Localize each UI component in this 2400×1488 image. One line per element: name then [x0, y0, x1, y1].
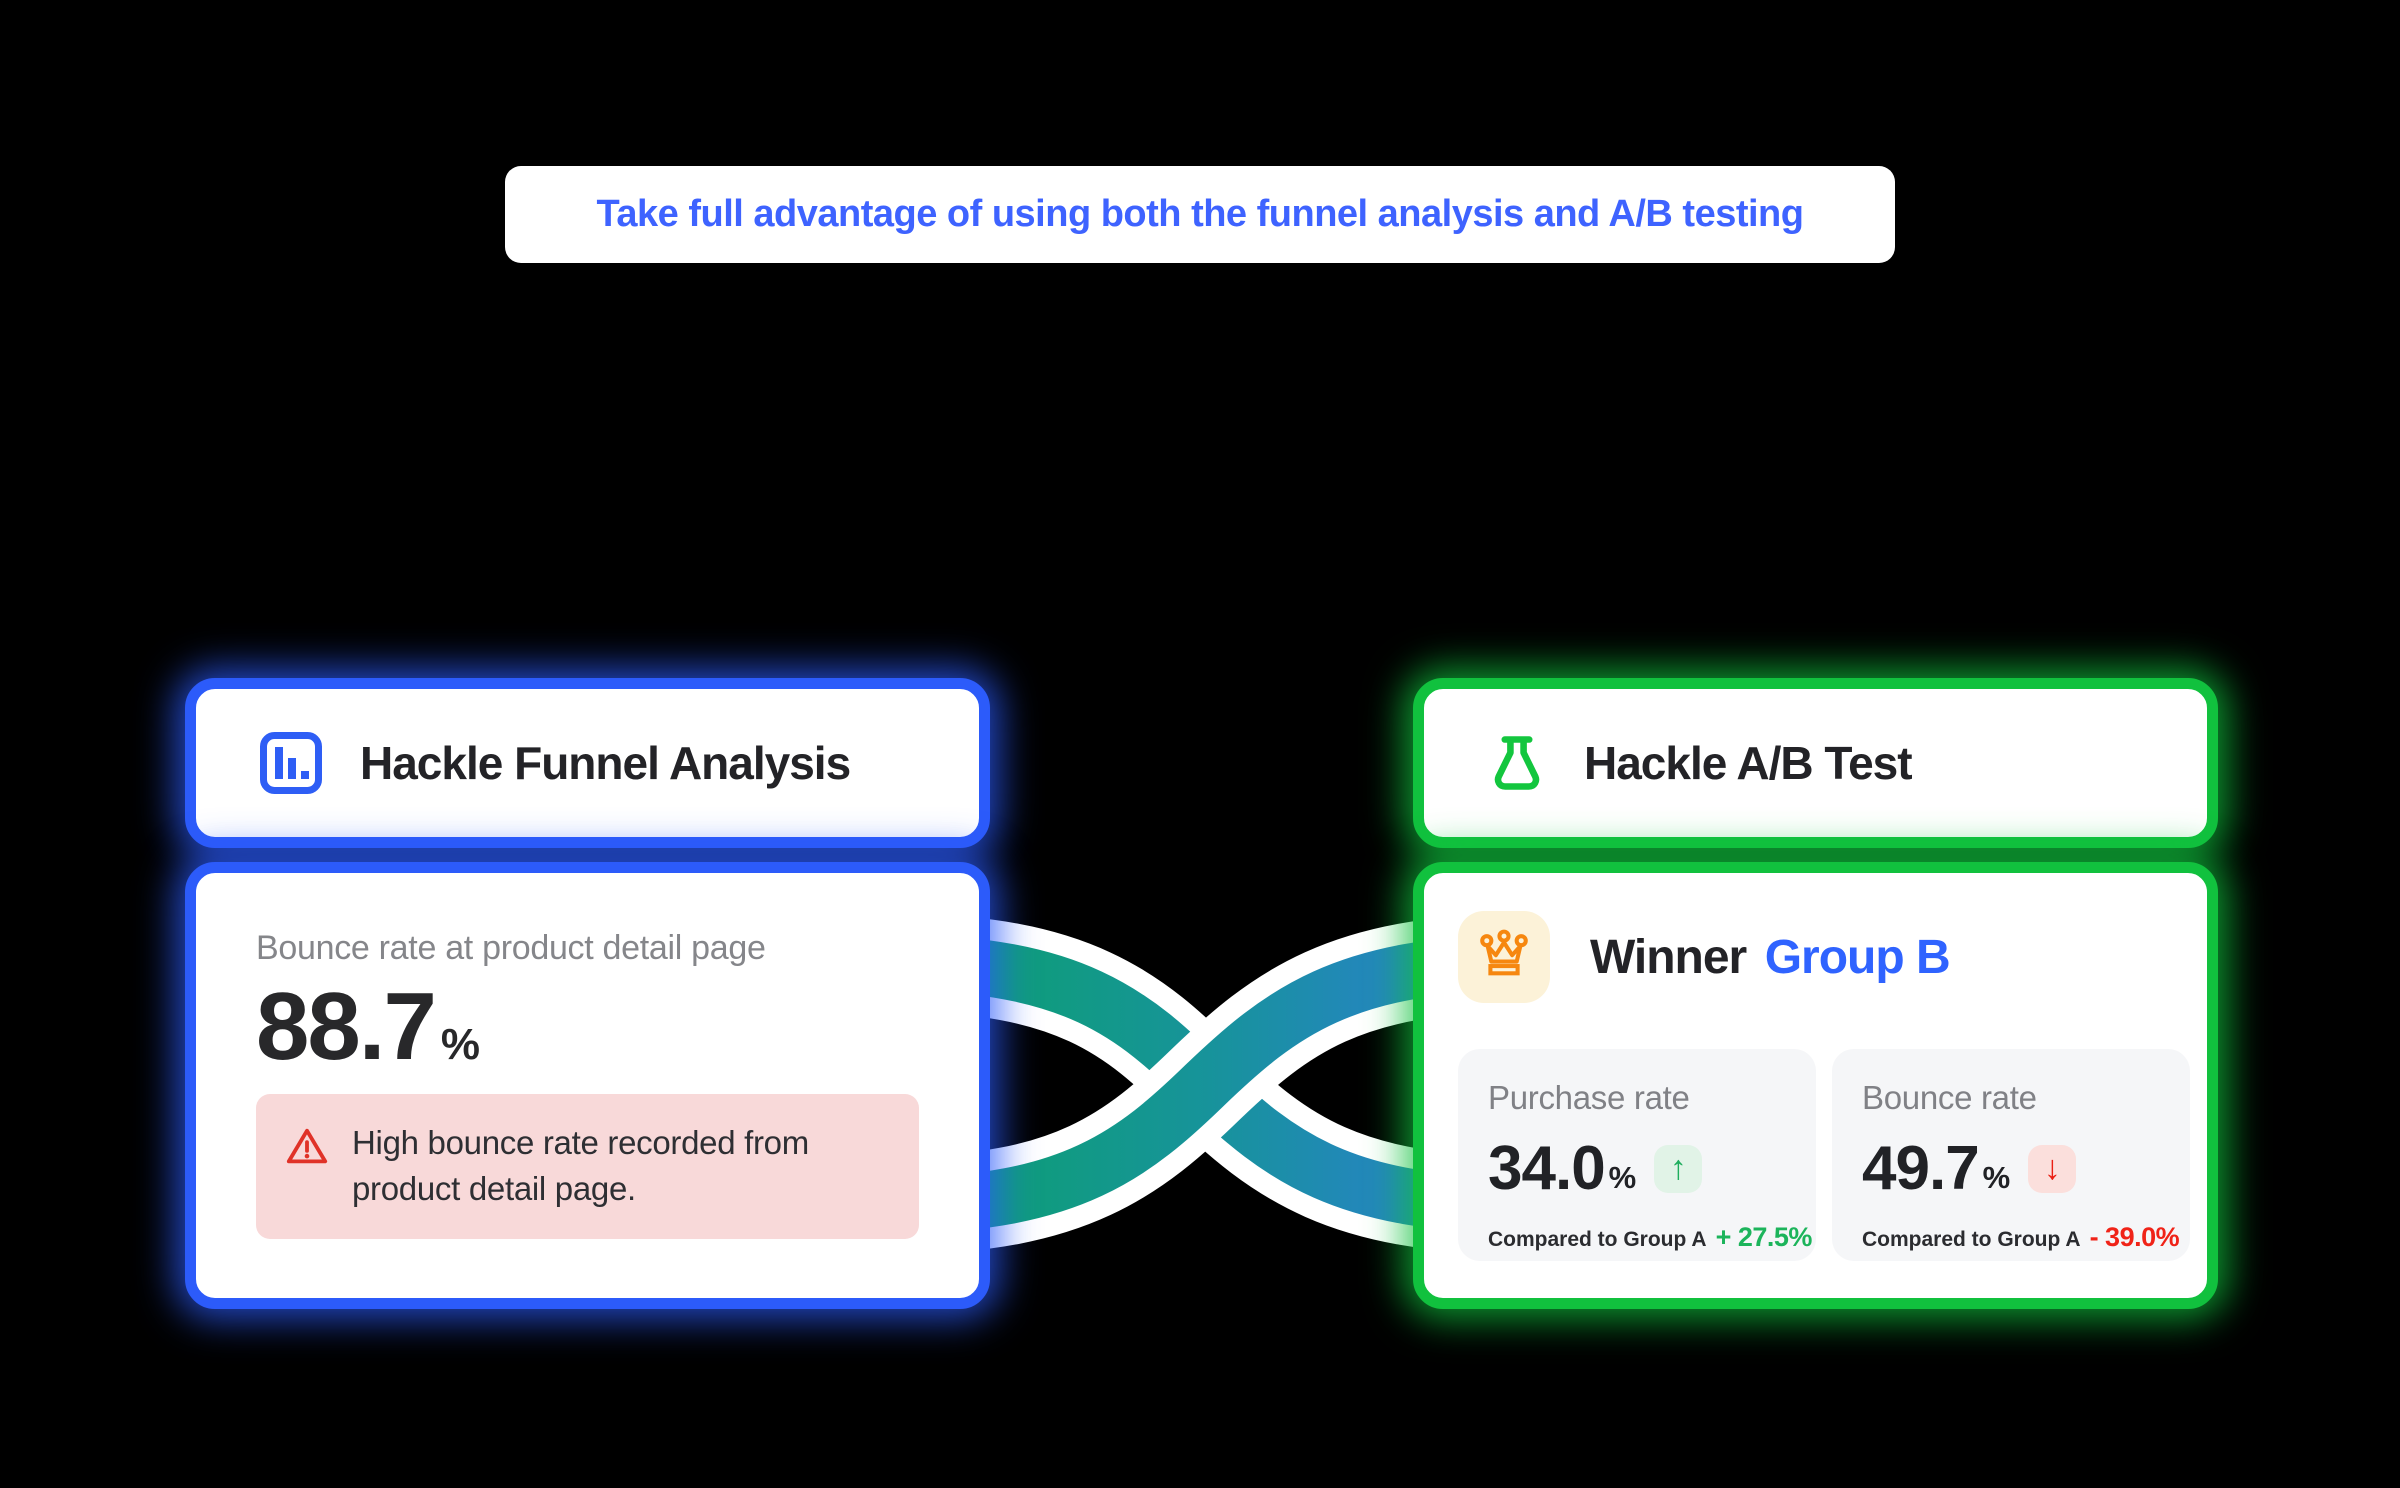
funnel-card-title: Hackle Funnel Analysis — [360, 737, 851, 789]
stat-label: Purchase rate — [1488, 1079, 1690, 1116]
metric-value-row: 88.7 % — [256, 974, 919, 1080]
infinity-ribbon-graphic — [900, 914, 1520, 1254]
comparison-label: Compared to Group A — [1862, 1228, 2081, 1251]
comparison-value: - 39.0% — [2089, 1222, 2180, 1252]
metric-value: 88.7 — [256, 973, 437, 1080]
warning-triangle-icon — [286, 1128, 328, 1163]
comparison-row: Compared to Group A + 27.5% — [1488, 1222, 1812, 1253]
comparison-value: + 27.5% — [1715, 1222, 1813, 1252]
crown-badge — [1458, 911, 1550, 1003]
alert-text: High bounce rate recorded from product d… — [352, 1123, 809, 1208]
metric-unit: % — [440, 1020, 480, 1069]
stat-label: Bounce rate — [1862, 1079, 2037, 1116]
funnel-card-header: Hackle Funnel Analysis — [185, 678, 990, 848]
ribbon-over-strand — [900, 935, 1520, 1233]
stat-box-bounce-rate: Bounce rate 49.7 % ↓ Compared to Group A… — [1832, 1049, 2190, 1261]
comparison-label: Compared to Group A — [1488, 1228, 1707, 1251]
stat-value-row: 34.0 % ↑ — [1488, 1133, 1790, 1204]
stat-value: 49.7 — [1862, 1134, 1980, 1203]
winner-row: Winner Group B — [1458, 911, 2173, 1003]
stat-value-row: 49.7 % ↓ — [1862, 1133, 2164, 1204]
comparison-row: Compared to Group A - 39.0% — [1862, 1222, 2180, 1253]
stat-value: 34.0 — [1488, 1134, 1606, 1203]
winner-group: Group B — [1764, 930, 1951, 984]
bar-chart-icon — [260, 732, 322, 794]
winner-label: Winner — [1590, 930, 1747, 984]
arrow-up-icon: ↑ — [1654, 1144, 1703, 1193]
crown-icon — [1480, 929, 1528, 976]
stat-box-purchase-rate: Purchase rate 34.0 % ↑ Compared to Group… — [1458, 1049, 1816, 1261]
flask-icon — [1494, 736, 1540, 790]
ab-card-body: Winner Group B Purchase rate 34.0 % ↑ Co… — [1413, 862, 2218, 1309]
winner-text: Winner Group B — [1590, 930, 1951, 985]
stats-row: Purchase rate 34.0 % ↑ Compared to Group… — [1458, 1049, 2190, 1261]
banner: Take full advantage of using both the fu… — [505, 166, 1895, 263]
banner-text: Take full advantage of using both the fu… — [596, 193, 1804, 235]
stat-unit: % — [1608, 1160, 1637, 1195]
arrow-down-icon: ↓ — [2028, 1144, 2077, 1193]
stat-unit: % — [1982, 1160, 2011, 1195]
ab-card-header: Hackle A/B Test — [1413, 678, 2218, 848]
metric-label: Bounce rate at product detail page — [256, 929, 766, 967]
high-bounce-alert: High bounce rate recorded from product d… — [256, 1093, 919, 1240]
ab-card-title: Hackle A/B Test — [1584, 737, 1913, 789]
funnel-card-body: Bounce rate at product detail page 88.7 … — [185, 862, 990, 1309]
